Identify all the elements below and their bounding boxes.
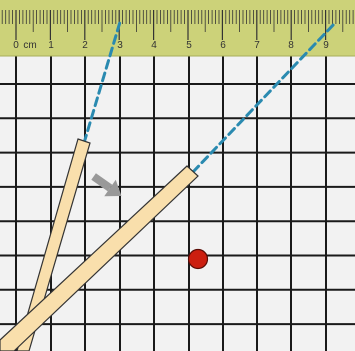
ruler-label-2: 2 <box>82 40 88 51</box>
ruler-ticks <box>1 10 354 40</box>
ruler-label-1: 1 <box>48 40 54 51</box>
extension-lines <box>82 20 338 174</box>
ruler-label-6: 6 <box>220 40 226 51</box>
ruler-label-9: 9 <box>323 40 329 51</box>
ruler-label-4: 4 <box>151 40 157 51</box>
sticks <box>0 138 199 351</box>
ruler-label-0: 0 <box>13 40 19 51</box>
stick-right[interactable] <box>0 165 199 351</box>
red-dot-marker[interactable] <box>187 248 209 270</box>
ruler-label-3: 3 <box>117 40 123 51</box>
extension-line-left <box>82 20 122 145</box>
ruler-label-8: 8 <box>288 40 294 51</box>
stick-left[interactable] <box>16 138 91 351</box>
ruler-body[interactable] <box>0 0 355 56</box>
ruler-unit-label: cm <box>23 40 36 51</box>
ruler[interactable]: 0 cm 1 2 3 4 5 6 7 8 9 <box>0 0 355 57</box>
arrow-down-right-icon <box>91 173 122 197</box>
ruler-label-7: 7 <box>254 40 260 51</box>
extension-line-right <box>191 20 338 174</box>
ruler-label-5: 5 <box>186 40 192 51</box>
